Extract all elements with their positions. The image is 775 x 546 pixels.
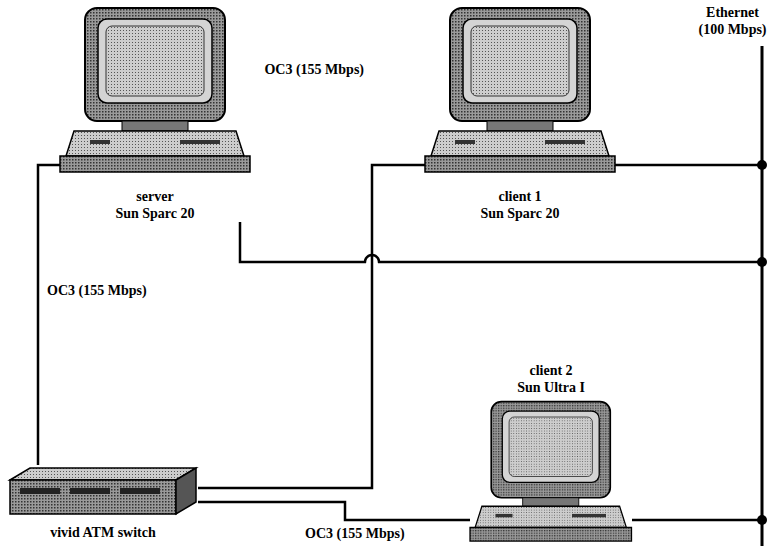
computer-name: client 1	[498, 188, 541, 205]
model-name: Sun Ultra I	[517, 379, 585, 396]
computer-name: server	[136, 188, 173, 205]
ethernet-link	[632, 519, 762, 522]
ethernet-link	[240, 222, 762, 262]
atm-link	[198, 165, 425, 488]
network-name: Ethernet	[706, 4, 759, 21]
computer-icon	[425, 8, 615, 172]
ethernet-bus-node: Ethernet(100 Mbps)	[694, 4, 771, 544]
junction-dot	[757, 160, 767, 170]
computer-icon	[60, 8, 250, 172]
computer-node: client 1Sun Sparc 20	[425, 4, 615, 222]
switch-name: vivid ATM switch	[50, 524, 156, 541]
ethernet-bus	[761, 46, 764, 546]
network-speed: (100 Mbps)	[698, 21, 766, 38]
atm-switch-node: vivid ATM switch	[8, 465, 198, 541]
model-name: Sun Sparc 20	[115, 205, 194, 222]
atm-link	[38, 165, 60, 465]
ethernet-link	[615, 164, 762, 167]
link-label: OC3 (155 Mbps)	[303, 526, 407, 542]
computer-icon	[470, 402, 632, 541]
model-name: Sun Sparc 20	[480, 205, 559, 222]
junction-dot	[757, 257, 767, 267]
computer-name: client 2	[529, 362, 572, 379]
link-label: OC3 (155 Mbps)	[262, 62, 366, 78]
computer-node: client 2Sun Ultra I	[470, 362, 632, 542]
link-label: OC3 (155 Mbps)	[45, 283, 149, 299]
atm-link	[198, 502, 470, 520]
computer-node: serverSun Sparc 20	[60, 4, 250, 222]
junction-dot	[757, 515, 767, 525]
atm-switch-icon	[10, 468, 196, 514]
